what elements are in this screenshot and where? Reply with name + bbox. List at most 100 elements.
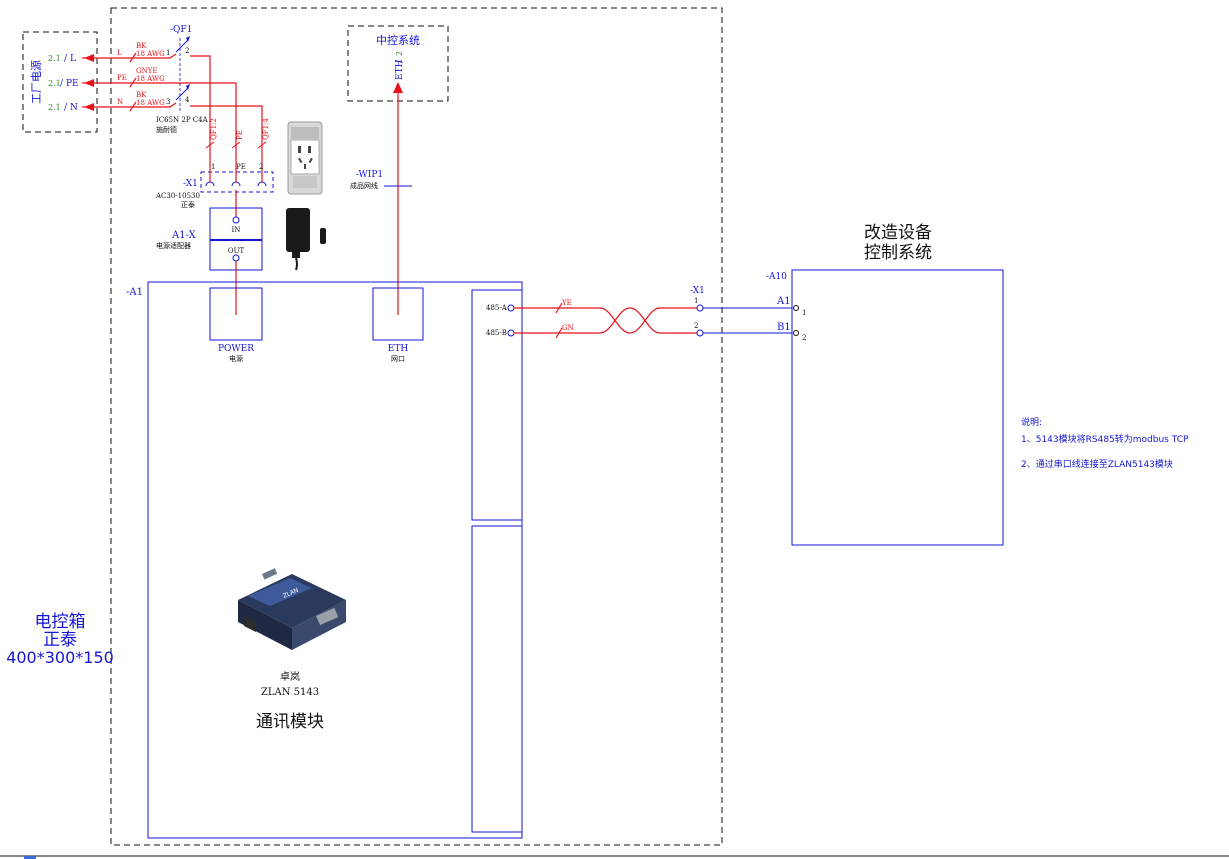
module-brand: 卓岚 <box>280 671 300 683</box>
adapter-out-label: OUT <box>228 247 245 255</box>
enclosure-boundary <box>110 7 723 846</box>
power-slash-pe: / <box>60 79 64 89</box>
module-port-a: 485-A <box>486 304 508 312</box>
module-eth-cn: 网口 <box>391 355 405 363</box>
terminal-block-x1: -X1 1 PE 2 AC30-10530 正泰 <box>155 163 274 209</box>
module-port-b-pin <box>507 329 515 337</box>
x1-pin-1: 1 <box>211 163 215 171</box>
breaker-output-cuts <box>205 141 267 149</box>
wire-l-color: BK <box>136 42 147 50</box>
terminal-wires-down <box>209 170 263 218</box>
wire-n-gauge: 18 AWG <box>136 99 165 107</box>
cable-tag: -WIP1 <box>356 170 383 180</box>
module-port-b: 485-B <box>486 329 507 337</box>
power-ref-l: 2.1 <box>48 54 61 63</box>
breaker-pin-1: 1 <box>166 49 170 57</box>
target-title-2: 控制系统 <box>864 243 932 263</box>
module-power-cn: 电源 <box>229 354 243 363</box>
power-slash-l: / <box>64 54 68 64</box>
module-rs485-strip <box>471 289 523 521</box>
power-ref-n: 2.1 <box>48 103 61 112</box>
bottom-corner-mark <box>24 856 36 859</box>
eth-cable-arrow <box>393 82 403 93</box>
x1-tag: -X1 <box>183 179 198 189</box>
wire-pe-gauge: 18 AWG <box>136 75 165 83</box>
module-model: ZLAN 5143 <box>261 687 319 698</box>
breaker-output-labels: QF1:2 PE QF1:4 <box>210 118 270 140</box>
module-eth-label: ETH <box>388 344 409 354</box>
x1b-pin-2: 2 <box>694 322 698 330</box>
adapter-a1x: IN OUT A1-X 电源适配器 <box>156 207 263 271</box>
label-pe: PE <box>236 130 244 140</box>
din-socket-image <box>287 121 323 195</box>
adapter-tag: A1-X <box>171 230 197 241</box>
factory-power-box <box>22 31 98 133</box>
breaker-maker: 施耐德 <box>156 125 177 134</box>
enclosure-maker: 正泰 <box>43 630 77 650</box>
central-port-slash: / <box>395 59 405 63</box>
wire-n-name: N <box>117 98 123 106</box>
module-lower-strip <box>471 525 523 833</box>
x1b-tag: -X1 <box>690 286 705 296</box>
power-label-l: L <box>70 54 76 64</box>
notes-item-1: 1、5143模块将RS485转为modbus TCP <box>1021 433 1189 445</box>
factory-power-line-l: 2.1 / L <box>48 54 76 64</box>
wire-l-gauge: 18 AWG <box>136 50 165 58</box>
notes-item-2: 2、通过串口线连接至ZLAN5143模块 <box>1021 458 1173 470</box>
adapter-name: 电源适配器 <box>156 241 191 250</box>
factory-power-title: 工厂电源 <box>29 60 43 104</box>
breaker-pin-4: 4 <box>185 96 190 104</box>
breaker-pin-3: 3 <box>166 98 170 106</box>
enclosure-title: 电控箱 <box>35 612 86 632</box>
label-qf1-4: QF1:4 <box>262 118 270 140</box>
target-pin-1: 1 <box>802 309 806 317</box>
adapter-in-label: IN <box>232 226 241 234</box>
incoming-wire-labels: L BK 18 AWG PE GNYE 18 AWG N BK 18 AWG <box>117 42 165 107</box>
power-slash-n: / <box>64 103 68 113</box>
wire-ye-label: YE <box>561 299 572 307</box>
wire-pe-color: GNYE <box>136 67 157 75</box>
module-port-a-pin <box>507 304 515 312</box>
module-power-label: POWER <box>218 344 254 354</box>
cable-name: 成品网线 <box>350 181 378 190</box>
notes-heading: 说明: <box>1021 416 1042 428</box>
central-title: 中控系统 <box>376 33 420 47</box>
module-a1: -A1 POWER 电源 ETH 网口 485-A 485-B ZLAN 卓岚 … <box>126 281 523 839</box>
target-system-a10: -A10 改造设备 控制系统 A1 B1 1 2 <box>766 223 1004 546</box>
module-power-port <box>209 287 263 341</box>
power-label-n: N <box>70 103 78 113</box>
wire-gn-label: GN <box>562 324 574 332</box>
x1-maker: 正泰 <box>181 200 195 209</box>
breaker-tag: -QF1 <box>170 25 192 35</box>
target-title-1: 改造设备 <box>864 223 932 243</box>
notes: 说明: 1、5143模块将RS485转为modbus TCP 2、通过串口线连接… <box>1021 416 1189 470</box>
target-port-a: A1 <box>776 296 791 307</box>
x1-pin-pe: PE <box>236 163 246 171</box>
incoming-arrows <box>84 54 94 111</box>
breaker-pin-2: 2 <box>185 47 189 55</box>
central-port-ref: 2 <box>395 51 404 56</box>
enclosure-size: 400*300*150 <box>6 648 114 667</box>
incoming-wires <box>82 52 263 170</box>
central-port: ETH <box>395 59 405 80</box>
wire-pe-name: PE <box>117 74 127 82</box>
terminal-x1-right: -X1 1 2 <box>690 286 792 337</box>
factory-power-line-pe: 2.1 / PE <box>48 79 79 89</box>
wire-l-name: L <box>117 49 122 57</box>
target-tag: -A10 <box>766 272 787 282</box>
rs485-twisted-pair <box>514 302 697 339</box>
x1-pin-2: 2 <box>259 163 263 171</box>
module-eth-port <box>372 287 424 341</box>
target-port-b: B1 <box>777 322 791 333</box>
power-ref-pe: 2.1 <box>48 79 61 88</box>
zlan-device-image: ZLAN <box>238 568 346 650</box>
module-tag: -A1 <box>126 287 143 298</box>
breaker-model: IC65N 2P C4A <box>156 116 209 124</box>
wire-n-color: BK <box>136 91 147 99</box>
factory-power-line-n: 2.1 / N <box>48 103 78 113</box>
target-pin-2: 2 <box>802 334 806 342</box>
x1-model: AC30-10530 <box>155 192 200 200</box>
power-adapter-image <box>286 208 326 271</box>
label-qf1-2: QF1:2 <box>210 118 218 140</box>
